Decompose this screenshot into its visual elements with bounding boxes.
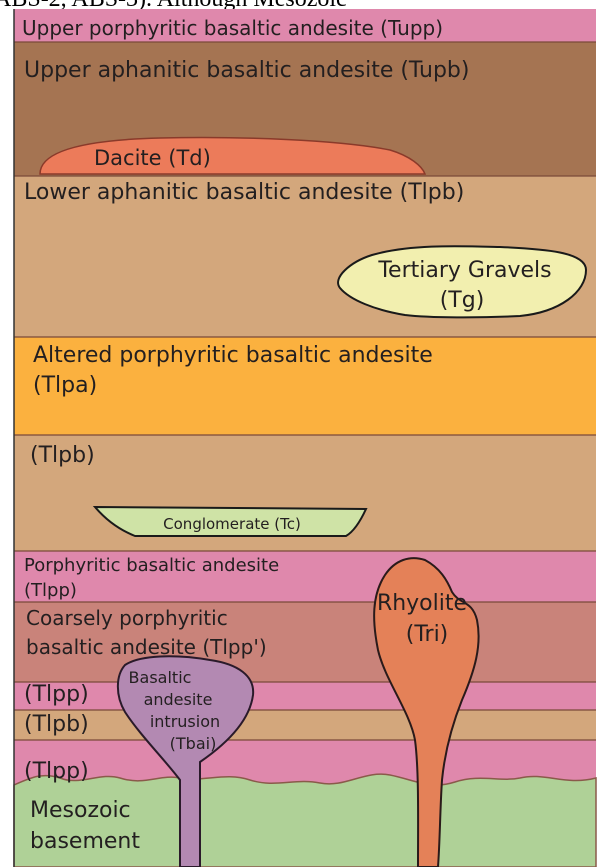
label-tlpp-a: (Tlpp): [24, 682, 89, 707]
label-intrusion-line2: andesite: [144, 690, 213, 709]
label-dacite: Dacite (Td): [94, 146, 211, 170]
layer-tlpb-b: [14, 710, 596, 740]
label-tertiary-gravels-line2: (Tg): [440, 288, 485, 313]
label-tertiary-gravels-line1: Tertiary Gravels: [377, 258, 551, 283]
label-upper-porphyritic: Upper porphyritic basaltic andesite (Tup…: [22, 16, 443, 40]
label-tlpp-c: (Tlpp): [24, 759, 89, 784]
label-rhyolite-line2: (Tri): [406, 622, 449, 647]
label-tlpb-mid: (Tlpb): [30, 443, 95, 468]
label-coarsely-line1: Coarsely porphyritic: [26, 606, 228, 630]
label-altered-line2: (Tlpa): [33, 373, 97, 398]
label-mesozoic-line1: Mesozoic: [30, 798, 131, 823]
label-tlpb-b: (Tlpb): [24, 712, 89, 737]
label-porphyritic-line1: Porphyritic basaltic andesite: [24, 555, 279, 576]
label-coarsely-line2: basaltic andesite (Tlpp'): [26, 635, 267, 659]
label-intrusion-line3: intrusion: [150, 712, 220, 731]
label-mesozoic-line2: basement: [30, 829, 140, 854]
label-lower-aphanitic: Lower aphanitic basaltic andesite (Tlpb): [24, 180, 464, 205]
label-altered-line1: Altered porphyritic basaltic andesite: [33, 343, 433, 368]
label-rhyolite-line1: Rhyolite: [377, 591, 467, 616]
label-upper-aphanitic: Upper aphanitic basaltic andesite (Tupb): [24, 58, 469, 83]
label-porphyritic-line2: (Tlpp): [24, 580, 77, 601]
label-intrusion-line1: Basaltic: [129, 668, 192, 687]
label-conglomerate: Conglomerate (Tc): [163, 515, 301, 533]
label-intrusion-line4: (Tbai): [170, 734, 217, 753]
layer-tlpp-a: [14, 682, 596, 710]
